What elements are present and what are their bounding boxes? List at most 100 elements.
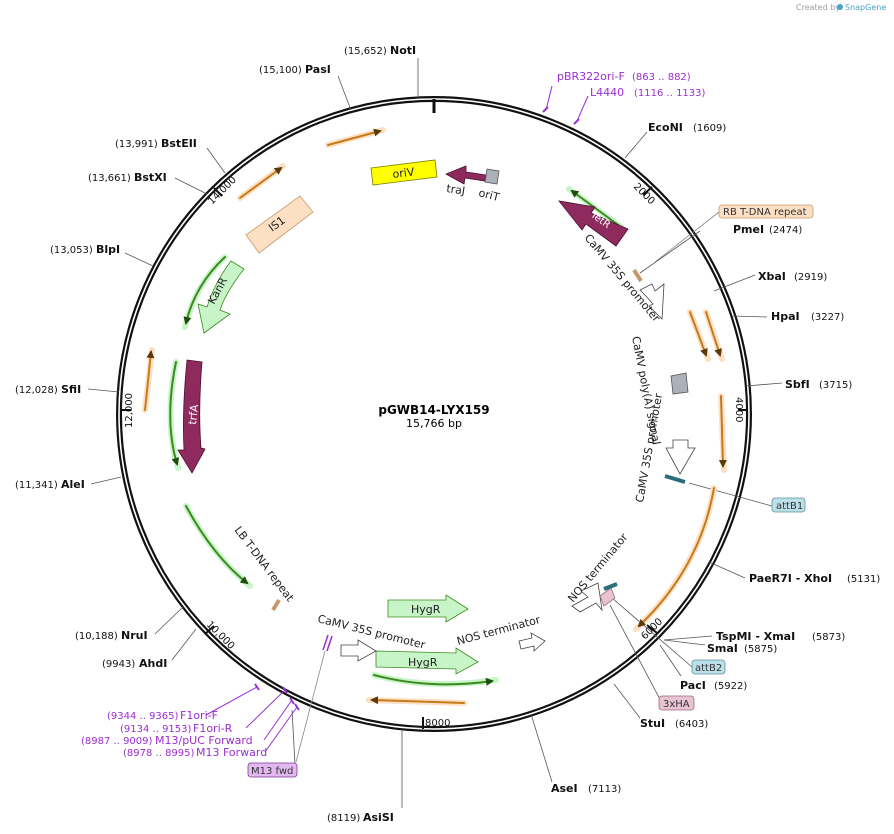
enzyme-bsteii[interactable]: BstEII	[161, 137, 197, 150]
primer-l4440[interactable]: L4440	[590, 86, 624, 99]
enzyme-paci-pos: (5922)	[714, 681, 747, 692]
plasmid-name: pGWB14-LYX159	[378, 403, 489, 417]
box-3xha-label: 3xHA	[663, 699, 690, 710]
feature-hygr-1[interactable]: HygR	[387, 594, 469, 623]
box-m13-fwd[interactable]: M13 fwd	[247, 762, 298, 778]
tick-label-8000: 8000	[425, 718, 450, 729]
enzyme-pasi[interactable]: PasI	[305, 63, 331, 76]
enzyme-xbai-pos: (2919)	[794, 272, 827, 283]
feature-orit-label: oriT	[477, 186, 501, 204]
enzyme-econi[interactable]: EcoNI	[648, 121, 683, 134]
enzyme-sbfi-pos: (3715)	[819, 380, 852, 391]
primer-f1ori-f[interactable]: F1ori-F	[180, 709, 218, 722]
primer-f1ori-r-pos: (9134 .. 9153)	[120, 724, 192, 735]
enzyme-ahdi-pos: (9943)	[102, 659, 135, 670]
enzyme-pasi-pos: (15,100)	[259, 65, 302, 76]
feature-attb2-mark	[603, 582, 618, 591]
tick-10000	[204, 625, 215, 635]
primer-leaders-bottom	[205, 686, 298, 753]
primer-m13puc-forward[interactable]: M13/pUC Forward	[155, 734, 253, 747]
feature-hygr-2[interactable]: HygR	[375, 647, 479, 675]
feature-traj[interactable]: traJ	[445, 165, 487, 198]
enzyme-xbai[interactable]: XbaI	[758, 270, 786, 283]
enzyme-asei-pos: (7113)	[588, 784, 621, 795]
feature-oriv[interactable]: oriV	[370, 159, 438, 186]
tick-marks	[120, 99, 748, 729]
primer-pbr-leader	[545, 85, 553, 111]
feature-lb-tdna-label: LB T-DNA repeat	[232, 524, 297, 605]
enzyme-asei[interactable]: AseI	[551, 782, 578, 795]
credit-text: Created by	[796, 3, 840, 12]
enzyme-tspmi-xmai[interactable]: TspMI - XmaI	[716, 630, 795, 643]
tick-14000	[213, 187, 223, 197]
enzyme-ahdi[interactable]: AhdI	[139, 657, 167, 670]
enzyme-bstxi[interactable]: BstXI	[134, 171, 167, 184]
feature-hygr-2-label: HygR	[408, 656, 438, 669]
box-3xha[interactable]: 3xHA	[658, 695, 695, 711]
enzyme-smai-pos: (5875)	[744, 644, 777, 655]
enzyme-tspmi-pos: (5873)	[812, 632, 845, 643]
primer-pbr322ori-f[interactable]: pBR322ori-F	[557, 70, 625, 83]
box-attb1[interactable]: attB1	[771, 497, 806, 513]
feature-hygr-1-label: HygR	[411, 603, 441, 616]
feature-nos-terminator-2[interactable]	[518, 632, 546, 652]
primer-pbr-mark	[542, 106, 549, 113]
feature-camv-promoter-1-label: CaMV 35S promoter	[582, 232, 663, 325]
primer-m13f-mark	[294, 703, 300, 711]
enzyme-nrui-pos: (10,188)	[75, 631, 118, 642]
enzyme-stui[interactable]: StuI	[640, 717, 665, 730]
feature-nos-terminator-1[interactable]	[571, 582, 603, 613]
enzyme-paci[interactable]: PacI	[680, 679, 706, 692]
enzyme-alei-pos: (11,341)	[15, 480, 58, 491]
enzyme-blpi[interactable]: BlpI	[96, 243, 120, 256]
primer-l4440-leader	[576, 95, 589, 122]
enzyme-pmei-pos: (2474)	[769, 225, 802, 236]
enzyme-hpai-pos: (3227)	[811, 312, 844, 323]
credit-brand: SnapGene	[845, 3, 886, 12]
enzyme-alei[interactable]: AleI	[61, 478, 85, 491]
enzyme-paer7i-xhoi[interactable]: PaeR7I - XhoI	[749, 572, 832, 585]
enzyme-nrui[interactable]: NruI	[121, 629, 148, 642]
primer-m13puc-pos: (8987 .. 9009)	[81, 736, 153, 747]
green-tracks	[167, 186, 624, 687]
box-attb2[interactable]: attB2	[691, 659, 726, 675]
feature-3xha-mark	[599, 587, 616, 607]
feature-camv-promoter-2[interactable]	[665, 439, 696, 475]
feature-is1[interactable]: IS1	[245, 195, 314, 254]
primer-f1ori-f-pos: (9344 .. 9365)	[107, 711, 179, 722]
feature-camv-promoter-1[interactable]	[639, 283, 665, 320]
m13fwd-leader	[295, 650, 326, 763]
enzyme-sbfi[interactable]: SbfI	[785, 378, 810, 391]
feature-orit[interactable]: oriT	[477, 168, 501, 204]
feature-camv-polya[interactable]	[670, 372, 689, 395]
orange-tracks	[142, 127, 727, 706]
enzyme-stui-pos: (6403)	[675, 719, 708, 730]
enzyme-sfii[interactable]: SfiI	[61, 383, 81, 396]
primer-f1r-mark	[282, 686, 288, 694]
feature-camv-promoter-3-label: CaMV 35S promoter	[316, 612, 427, 651]
enzyme-sfii-pos: (12,028)	[15, 385, 58, 396]
enzyme-paer7i-pos: (5131)	[847, 574, 880, 585]
feature-kanr[interactable]: KanR	[197, 260, 245, 334]
enzyme-noti[interactable]: NotI	[390, 44, 416, 57]
tick-label-12000: 12,000	[124, 393, 135, 428]
snapgene-logo-icon	[837, 4, 843, 10]
primer-m13-forward[interactable]: M13 Forward	[196, 746, 267, 759]
enzyme-pmei[interactable]: PmeI	[733, 223, 764, 236]
tick-label-4000: 4000	[733, 397, 744, 422]
primer-f1ori-r[interactable]: F1ori-R	[193, 722, 233, 735]
enzyme-leaders	[87, 58, 783, 808]
feature-trfa[interactable]: trfA	[177, 359, 206, 474]
primer-l4440-mark	[573, 118, 580, 125]
primer-site-mark-1	[322, 634, 329, 651]
enzyme-smai[interactable]: SmaI	[707, 642, 738, 655]
enzyme-asisi[interactable]: AsiSI	[363, 811, 394, 824]
primer-l4440-pos: (1116 .. 1133)	[634, 88, 706, 99]
box-rb-tdna[interactable]: RB T-DNA repeat	[718, 204, 814, 219]
enzyme-hpai[interactable]: HpaI	[771, 310, 800, 323]
feature-camv-promoter-3[interactable]	[340, 639, 377, 662]
box-m13fwd-label: M13 fwd	[251, 766, 293, 777]
feature-rb-tdna-mark	[632, 268, 643, 283]
tick-6000	[646, 624, 658, 634]
